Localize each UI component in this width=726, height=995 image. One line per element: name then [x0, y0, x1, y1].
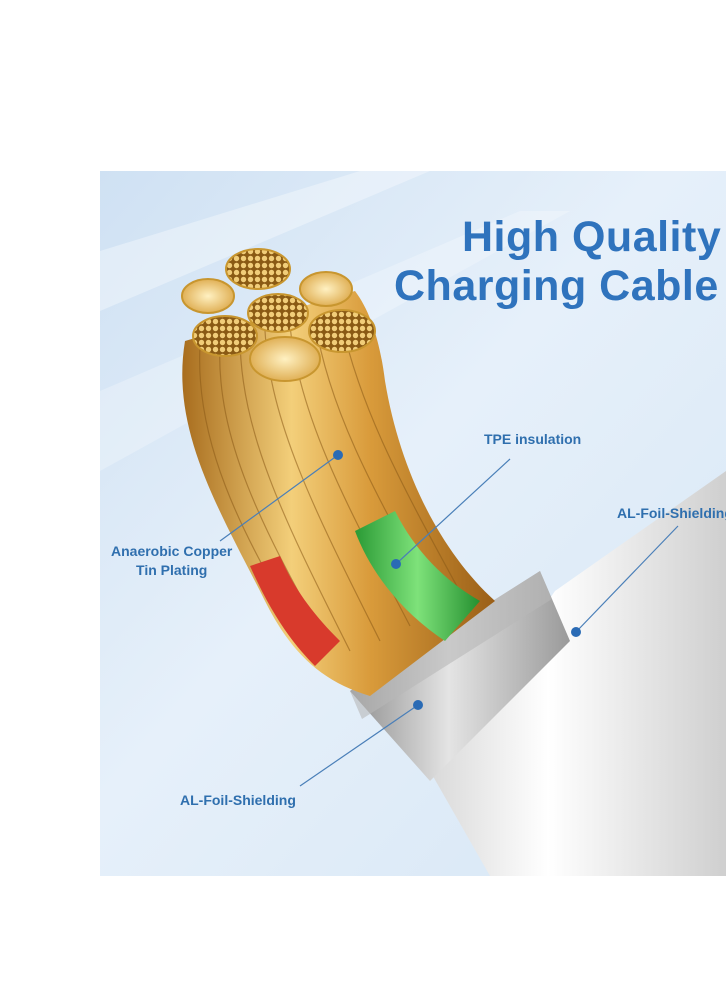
headline-line-1: High Quality — [462, 213, 722, 261]
red-wire-insulation — [250, 556, 340, 666]
tpe-callout-label: TPE insulation — [484, 431, 582, 447]
foil-bottom-callout-label: AL-Foil-Shielding — [180, 792, 296, 808]
foil-right-callout-label: AL-Foil-Shielding — [617, 505, 726, 521]
foil-shielding-band — [350, 571, 570, 781]
callout-markers — [333, 450, 581, 710]
copper-callout-label: Anaerobic Copper Tin Plating — [111, 542, 232, 580]
tpe-insulation-wire — [355, 511, 480, 641]
strand-end-caps — [181, 248, 376, 382]
foil-edge — [350, 571, 552, 719]
cable-cross-section-graphic — [100, 171, 726, 876]
tpe-marker-dot — [391, 559, 401, 569]
copper-callout-line-2: Tin Plating — [136, 562, 208, 578]
light-streak — [100, 171, 430, 311]
cable-jacket — [430, 471, 726, 876]
foil-right-marker-dot — [571, 627, 581, 637]
headline-line-2: Charging Cable — [394, 262, 719, 310]
foil-bottom-marker-dot — [413, 700, 423, 710]
copper-callout-line-1: Anaerobic Copper — [111, 543, 233, 559]
callout-leader-lines — [219, 454, 679, 787]
copper-marker-dot — [333, 450, 343, 460]
product-illustration: High Quality Charging Cable Anaerobic Co… — [100, 171, 726, 876]
